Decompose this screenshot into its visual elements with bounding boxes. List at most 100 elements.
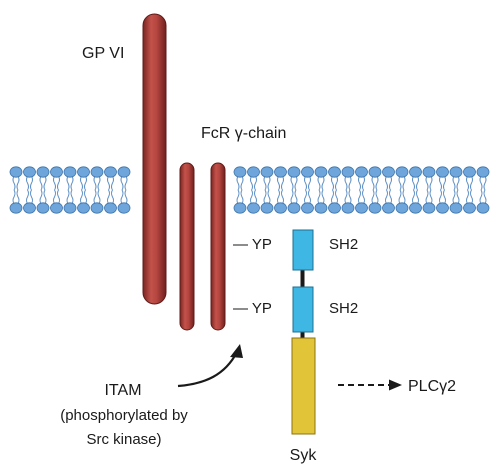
lipid-head: [117, 202, 131, 214]
lipid-tail: [317, 189, 321, 205]
syk-kinase-domain: [291, 337, 316, 435]
sh2-domain-2: [292, 286, 314, 333]
lipid-tail: [348, 175, 352, 191]
lipid-tail: [290, 175, 294, 191]
lipid-tail: [277, 189, 280, 205]
lipid-tail: [389, 189, 392, 205]
lipid-head: [355, 166, 368, 178]
lipid-tail: [124, 189, 128, 205]
lipid-tail: [12, 189, 16, 205]
lipid-tail: [416, 189, 419, 205]
lipid-tail: [107, 189, 110, 205]
lipid-tail: [97, 189, 101, 205]
lipid-head: [422, 202, 436, 214]
lipid-head: [260, 166, 274, 178]
lipid-tail: [402, 189, 406, 205]
lipid-head: [90, 202, 104, 214]
lipid-tail: [254, 175, 257, 191]
lipid-head: [382, 166, 395, 178]
lipid-tail: [111, 189, 114, 205]
lipid-head: [117, 166, 131, 178]
lipid-head: [314, 166, 328, 178]
lipid-tail: [470, 189, 473, 205]
lipid-tail: [335, 189, 338, 205]
lipid-tail: [362, 189, 365, 205]
lipid-head: [476, 166, 490, 178]
lipid-tail: [466, 189, 469, 205]
lipid-tail: [70, 189, 74, 205]
lipid-tail: [385, 189, 388, 205]
lipid-head: [50, 202, 63, 214]
lipid-tail: [470, 175, 473, 191]
lipid-head: [355, 202, 368, 214]
lipid-head: [449, 166, 463, 178]
lipid-tail: [358, 175, 361, 191]
lipid-tail: [385, 175, 388, 191]
yp-label-1: — YP: [233, 236, 272, 253]
lipid-tail: [12, 175, 16, 191]
lipid-tail: [371, 175, 375, 191]
lipid-tail: [479, 189, 483, 205]
lipid-tail: [371, 189, 375, 205]
phosphorylation-note-line1: (phosphorylated by: [60, 407, 188, 424]
lipid-tail: [39, 189, 43, 205]
syk-label: Syk: [290, 447, 318, 464]
lipid-tail: [80, 175, 83, 191]
gp6-receptor: [142, 13, 167, 305]
lipid-tail: [483, 189, 487, 205]
lipid-tail: [43, 175, 47, 191]
lipid-head: [314, 202, 328, 214]
lipid-tail: [43, 189, 47, 205]
lipid-tail: [84, 189, 87, 205]
lipid-head: [301, 202, 314, 214]
lipid-tail: [107, 175, 110, 191]
lipid-tail: [84, 175, 87, 191]
lipid-head: [90, 166, 104, 178]
lipid-tail: [321, 175, 325, 191]
lipid-tail: [398, 175, 402, 191]
lipid-tail: [443, 189, 446, 205]
lipid-tail: [93, 175, 97, 191]
lipid-head: [409, 166, 422, 178]
lipid-head: [436, 166, 449, 178]
lipid-tail: [425, 175, 429, 191]
lipid-tail: [30, 175, 33, 191]
lipid-tail: [236, 175, 240, 191]
lipid-tail: [479, 175, 483, 191]
lipid-tail: [111, 175, 114, 191]
yp-label-2: — YP: [233, 300, 272, 317]
lipid-head: [395, 202, 409, 214]
lipid-tail: [277, 175, 280, 191]
plc-dashed-arrow: [338, 379, 402, 391]
gp6-label: GP VI: [82, 45, 124, 62]
lipid-head: [436, 202, 449, 214]
sh2-domain-1: [292, 229, 314, 271]
lipid-bilayer-membrane: [9, 166, 490, 214]
lipid-head: [368, 202, 382, 214]
fcr-gamma-chain-right: [210, 162, 226, 331]
lipid-head: [382, 202, 395, 214]
lipid-tail: [452, 189, 456, 205]
sh2-label-1: SH2: [329, 236, 358, 253]
lipid-head: [9, 202, 23, 214]
lipid-head: [63, 202, 77, 214]
lipid-tail: [57, 175, 60, 191]
lipid-tail: [281, 189, 284, 205]
lipid-head: [409, 202, 422, 214]
lipid-tail: [26, 175, 29, 191]
lipid-tail: [398, 189, 402, 205]
lipid-tail: [344, 189, 348, 205]
lipid-tail: [124, 175, 128, 191]
lipid-head: [9, 166, 23, 178]
lipid-tail: [456, 175, 460, 191]
lipid-tail: [317, 175, 321, 191]
lipid-head: [247, 166, 260, 178]
lipid-tail: [321, 189, 325, 205]
lipid-head: [233, 202, 247, 214]
lipid-tail: [120, 175, 124, 191]
plc-gamma2-label: PLCγ2: [408, 378, 456, 395]
fcr-gamma-chain-label: FcR γ-chain: [201, 125, 286, 142]
lipid-tail: [250, 189, 253, 205]
fcr-gamma-chain-left: [179, 162, 195, 331]
lipid-tail: [290, 189, 294, 205]
